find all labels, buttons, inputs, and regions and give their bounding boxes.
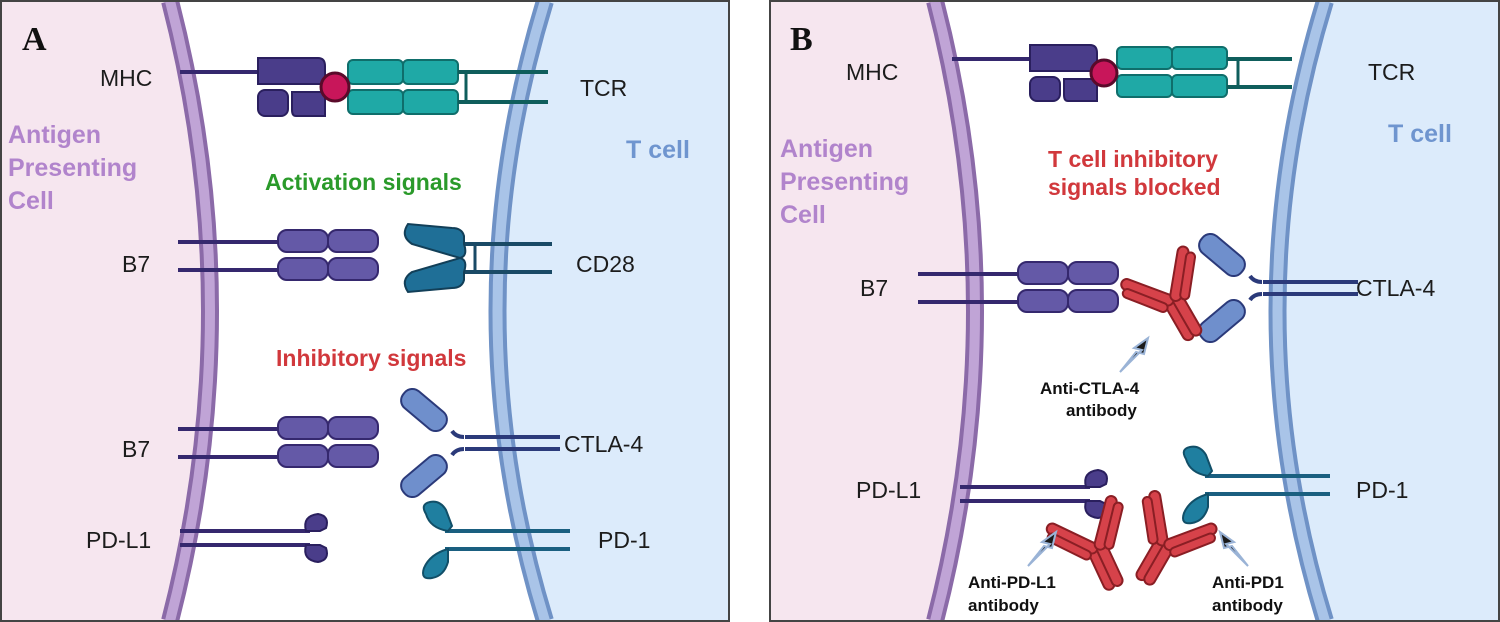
anti-pdl1-label-line2: antibody bbox=[968, 596, 1039, 615]
mhc-label: MHC bbox=[100, 65, 152, 91]
pd1-label: PD-1 bbox=[598, 527, 650, 553]
pdl1-label: PD-L1 bbox=[86, 527, 151, 553]
panel-b-border bbox=[769, 0, 1500, 622]
t-cell-body bbox=[497, 1, 729, 621]
anti-pd1-label-line2: antibody bbox=[1212, 596, 1283, 615]
mhc-tcr-complex bbox=[180, 57, 548, 117]
apc-label-line3: Cell bbox=[8, 187, 54, 215]
inhibitory-signals-text: Inhibitory signals bbox=[276, 345, 466, 371]
t-cell-label: T cell bbox=[626, 136, 690, 164]
panel-a-border bbox=[0, 0, 730, 622]
tcr-label: TCR bbox=[580, 75, 627, 101]
blocked-text-line2: signals blocked bbox=[1048, 174, 1221, 200]
pd1-receptor bbox=[422, 500, 570, 580]
panel-b: B MHC TCR Antigen Presenting Cell T cell… bbox=[770, 1, 1499, 621]
apc-label-b-line1: Antigen bbox=[780, 135, 873, 163]
apc-cell-body-b bbox=[770, 1, 975, 621]
peptide-icon bbox=[319, 71, 351, 103]
mhc-tcr-complex-b bbox=[952, 44, 1292, 102]
panel-a-letter: A bbox=[22, 21, 47, 58]
apc-label-b-line3: Cell bbox=[780, 201, 826, 229]
activation-signals-text: Activation signals bbox=[265, 169, 462, 195]
b7-label-activation: B7 bbox=[122, 251, 150, 277]
ctla4-label: CTLA-4 bbox=[564, 431, 643, 457]
peptide-icon-b bbox=[1089, 58, 1119, 88]
cd28-receptor bbox=[403, 222, 552, 294]
apc-cell-body bbox=[1, 1, 210, 621]
t-cell-body-b bbox=[1277, 1, 1499, 621]
pdl1-ligand bbox=[180, 512, 328, 564]
apc-label-b-line2: Presenting bbox=[780, 168, 909, 196]
pd1-receptor-b bbox=[1182, 445, 1330, 525]
mhc-label-b: MHC bbox=[846, 59, 898, 85]
panel-a: A MHC TCR Antigen Presenting Cell T cell… bbox=[1, 1, 729, 621]
panel-b-letter: B bbox=[790, 21, 813, 58]
b7-label-b: B7 bbox=[860, 275, 888, 301]
b7-label-inhibitory: B7 bbox=[122, 436, 150, 462]
apc-label-line2: Presenting bbox=[8, 154, 137, 182]
tcr-label-b: TCR bbox=[1368, 59, 1415, 85]
ctla4-label-b: CTLA-4 bbox=[1356, 275, 1435, 301]
t-cell-label-b: T cell bbox=[1388, 120, 1452, 148]
pd1-label-b: PD-1 bbox=[1356, 477, 1408, 503]
anti-ctla4-label-line1: Anti-CTLA-4 bbox=[1040, 379, 1140, 398]
anti-pdl1-label-line1: Anti-PD-L1 bbox=[968, 573, 1056, 592]
anti-ctla4-label-line2: antibody bbox=[1066, 401, 1137, 420]
apc-label-line1: Antigen bbox=[8, 121, 101, 149]
blocked-text-line1: T cell inhibitory bbox=[1048, 146, 1218, 172]
cd28-label: CD28 bbox=[576, 251, 635, 277]
anti-pd1-label-line1: Anti-PD1 bbox=[1212, 573, 1284, 592]
pdl1-label-b: PD-L1 bbox=[856, 477, 921, 503]
